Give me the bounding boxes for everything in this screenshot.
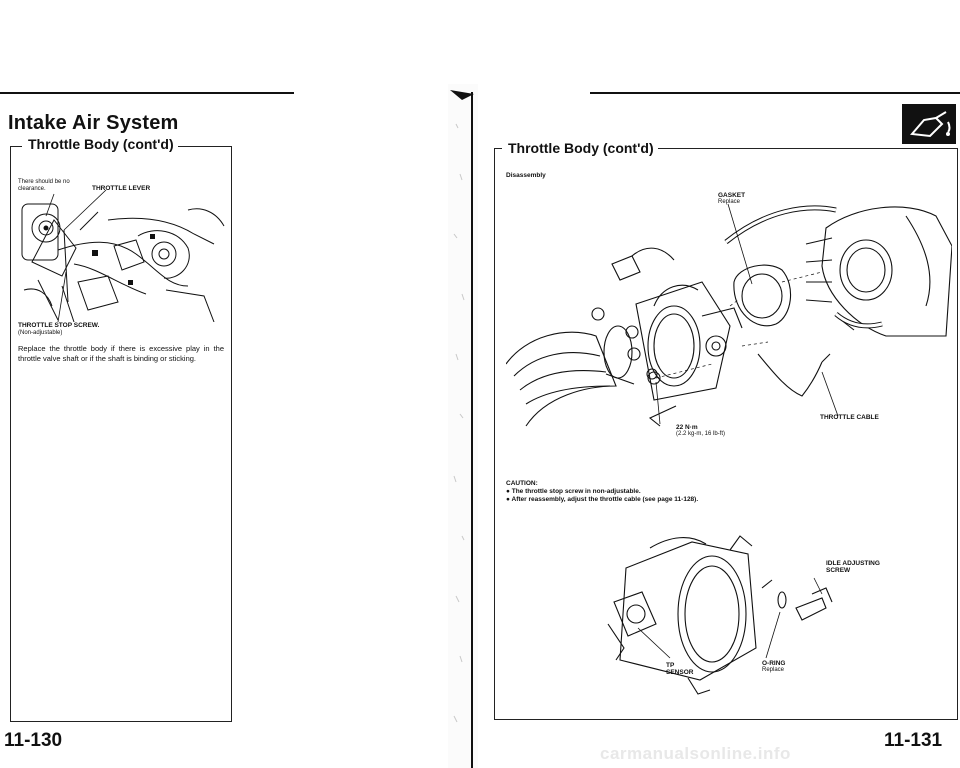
o-ring-replace-label: Replace [762,667,785,673]
caution-heading: CAUTION: [506,480,538,487]
torque-spec-label: 22 N·m [676,424,698,431]
disassembly-label: Disassembly [506,172,546,179]
idle-screw-label: SCREW [826,567,851,574]
tp-sensor-label: TP [666,662,675,669]
watermark: carmanualsonline.info [600,744,791,763]
frame-top-rule [160,146,232,147]
section-title: Intake Air System [8,112,179,134]
tp-sensor-label: SENSOR [666,669,694,676]
gasket-label: GASKET [718,192,746,199]
torque-spec-alt-label: (2.2 kg-m, 16 lb-ft) [676,431,726,437]
top-rule [0,92,294,94]
throttle-body-exploded-view [506,203,952,427]
throttle-body-assembled-view [607,535,833,695]
top-rule [590,92,960,94]
idle-screw-label: IDLE ADJUSTING [826,560,880,567]
fuel-system-tab-icon [902,104,956,144]
non-adjustable-label: (Non-adjustable) [18,330,63,336]
gasket-replace-label: Replace [718,199,741,205]
throttle-cable-label: THROTTLE CABLE [820,414,879,421]
binding-gutter [448,84,478,768]
subheading: Throttle Body (cont'd) [504,140,658,156]
stop-screw-label: THROTTLE STOP SCREW. [18,322,100,329]
caution-item: ● After reassembly, adjust the throttle … [506,496,699,503]
page-number: 11-131 [884,730,943,751]
clearance-note: There should be no clearance. [18,179,70,192]
caution-block: CAUTION: ● The throttle stop screw in no… [506,480,946,504]
o-ring-label: O-RING [762,660,786,667]
frame-top-rule [494,148,502,149]
caution-item: ● The throttle stop screw in non-adjusta… [506,488,641,495]
replacement-instruction: Replace the throttle body if there is ex… [18,344,224,363]
throttle-lever-illustration [21,190,225,322]
content-frame [10,146,232,722]
throttle-lever-label: THROTTLE LEVER [92,185,151,192]
frame-top-rule [636,148,958,149]
page-number: 11-130 [4,730,63,751]
subheading: Throttle Body (cont'd) [24,136,178,152]
frame-top-rule [10,146,22,147]
content-frame [494,148,958,720]
left-page: Intake Air System Throttle Body (cont'd) [0,0,460,768]
